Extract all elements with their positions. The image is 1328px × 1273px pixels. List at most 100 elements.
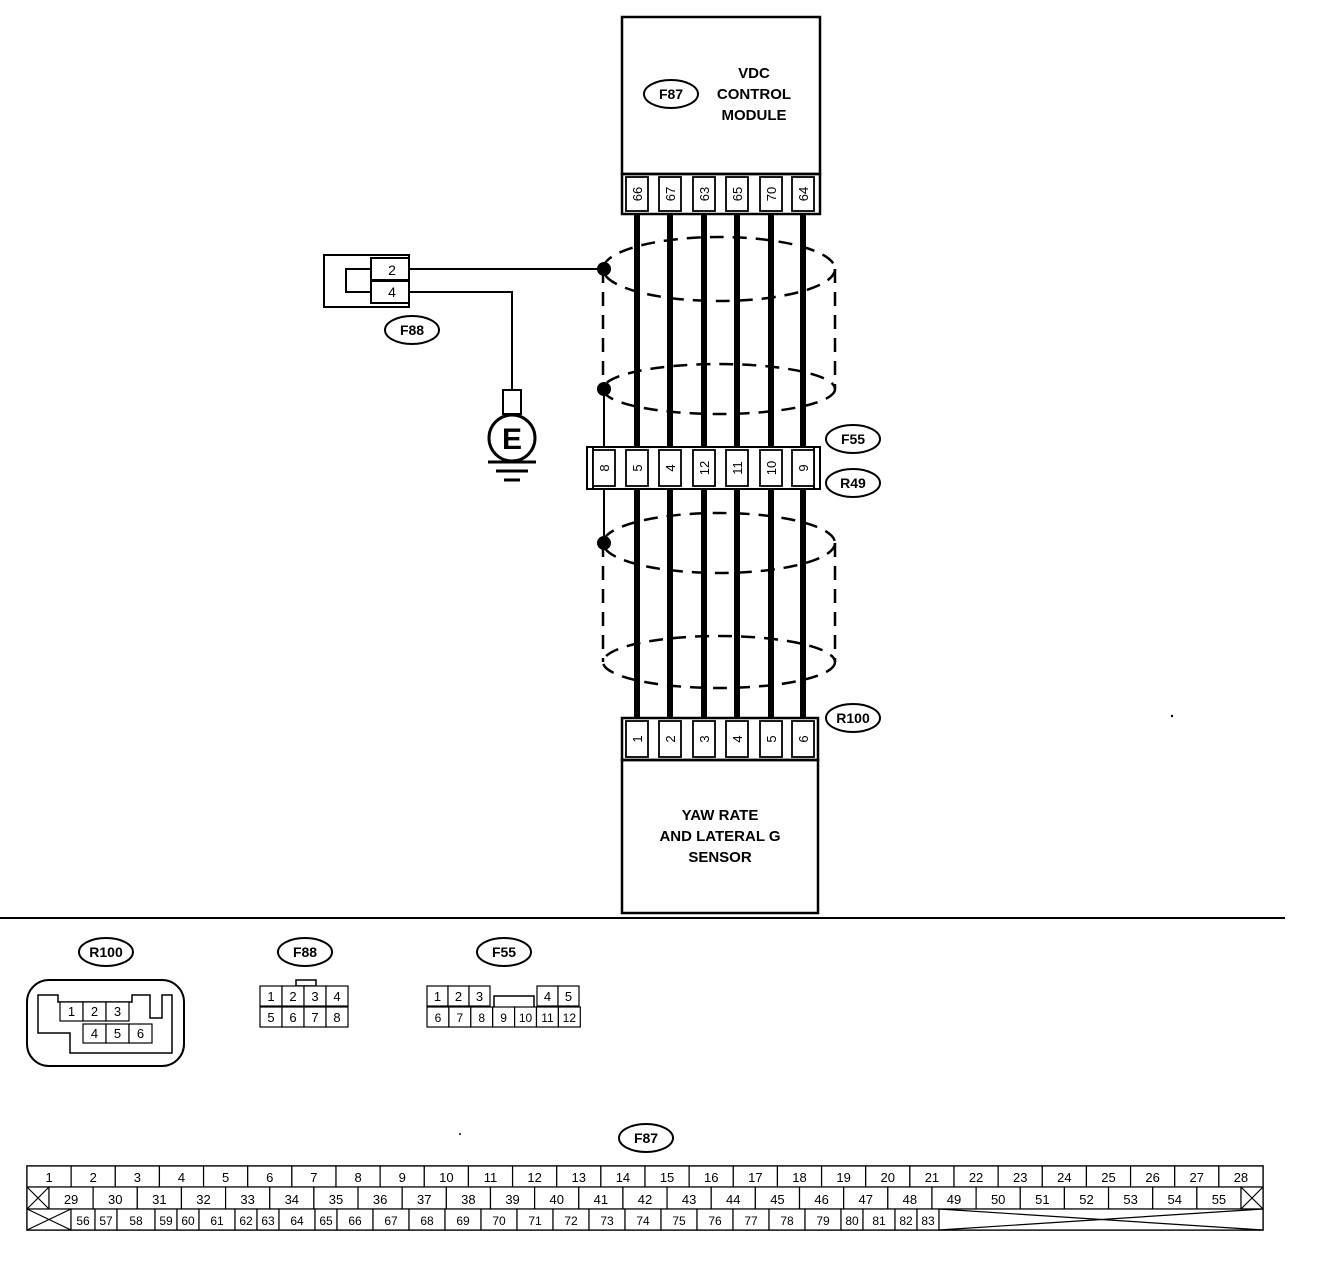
f88-view-cell-label: 8 [333,1010,340,1025]
f87-view-blank-block-cross [938,1208,1264,1231]
f55-view-cell-label: 5 [565,989,572,1004]
f87-view-cell-label: 44 [726,1192,740,1207]
f55-view-cell [557,1006,581,1028]
f88-view-cell-label: 3 [311,989,318,1004]
f55-view-cell-label: 1 [434,989,441,1004]
sensor-name-line-1: YAW RATE [682,807,759,824]
f87-view-cell-label: 75 [672,1214,686,1228]
stray-dot [459,1133,461,1135]
f88-view-cell-label: 6 [289,1010,296,1025]
f87-view-cell-label: 59 [159,1214,173,1228]
r100-view-label: R100 [89,944,123,960]
r100-view-cell-label: 3 [114,1004,121,1019]
f88-view-cell-label: 5 [267,1010,274,1025]
f87-view-cell-label: 41 [594,1192,608,1207]
r100-view-cell [128,1023,153,1044]
f88-label: F88 [400,322,424,338]
f55-label: F55 [841,431,865,447]
f87-view-cell-label: 25 [1101,1170,1115,1185]
f87-view-cell-label: 62 [239,1214,253,1228]
f87-view-cell-label: 12 [527,1170,541,1185]
f87-view-cell-label: 66 [348,1214,362,1228]
f88-view-cell-label: 4 [333,989,340,1004]
f87-view-cell-label: 17 [748,1170,762,1185]
joint-pin-label: 8 [597,464,612,471]
f88-view-cell [325,1006,349,1028]
f87-view-cell-label: 74 [636,1214,650,1228]
sensor-pin-label: 1 [630,735,645,742]
f87-view-cell-label: 71 [528,1214,542,1228]
joint-pin-label: 9 [796,464,811,471]
joint-pin-box [725,449,749,487]
f87-view-cell-label: 35 [329,1192,343,1207]
f88-view-label: F88 [293,944,317,960]
joint-pin-label: 5 [630,464,645,471]
f55-view-cell-label: 3 [476,989,483,1004]
f87-view-cell-label: 57 [99,1214,113,1228]
joint-pin-box [625,449,649,487]
vdc-pin-box [725,176,749,212]
f55-view-cell [557,985,580,1007]
f87-view-cell-label: 69 [456,1214,470,1228]
f88-view-cell-label: 1 [267,989,274,1004]
f87-view-cell-label: 76 [708,1214,722,1228]
f87-view-cell-label: 9 [399,1170,406,1185]
upper-shield [601,235,837,416]
r100-face-view: R100 [26,937,185,1067]
f87-view-cell-label: 8 [354,1170,361,1185]
f87-view-cell-label: 45 [770,1192,784,1207]
f55-view-cell-label: 8 [478,1011,485,1025]
f87-view-blank-cell-cross [1240,1186,1264,1210]
f87-view-cell-label: 33 [240,1192,254,1207]
sensor-pin-box [692,720,716,758]
f87-view-cell-label: 26 [1145,1170,1159,1185]
r49-label: R49 [840,475,866,491]
joint-pin-label: 11 [730,461,745,475]
f87-view-cell-label: 49 [947,1192,961,1207]
drain-wire [597,262,611,550]
f87-view-cell-label: 28 [1234,1170,1248,1185]
f87-face-view: F87 [618,1123,674,1153]
joint-pin-box [692,449,716,487]
vdc-name-line-3: MODULE [722,107,787,124]
f87-view-cell-label: 43 [682,1192,696,1207]
vdc-connector-badge [643,79,699,109]
f87-view-cell-label: 38 [461,1192,475,1207]
f87-view-cell-label: 60 [181,1214,195,1228]
f87-view-cell-label: 50 [991,1192,1005,1207]
f87-view-cell-label: 27 [1190,1170,1204,1185]
f87-view-cell-label: 73 [600,1214,614,1228]
vdc-connector-label: F87 [659,86,683,102]
sensor-pin-box [725,720,749,758]
joint-pin-label: 4 [663,464,678,471]
f87-view-cell-label: 80 [845,1214,859,1228]
f87-view-cell-label: 83 [921,1214,935,1228]
f88-connector: 2 4 F88 [323,254,440,345]
f87-view-cell-label: 34 [285,1192,299,1207]
joint-pin-label: 10 [764,461,779,475]
f88-pin-2: 2 [388,262,396,278]
f87-view-cell-label: 63 [261,1214,275,1228]
f88-view-cell [325,985,349,1007]
sensor-pin-label: 2 [663,735,678,742]
f55-face-view: F55 [476,937,535,1008]
sensor-name-line-3: SENSOR [688,849,752,866]
f87-view-cell-label: 5 [222,1170,229,1185]
f87-view-cell-label: 46 [814,1192,828,1207]
f87-view-cell-label: 37 [417,1192,431,1207]
f87-view-cell-label: 47 [859,1192,873,1207]
f87-view-cell-label: 48 [903,1192,917,1207]
joint-pin-box [658,449,682,487]
shielded-wire-bundle [634,214,806,718]
sensor-pin-box [625,720,649,758]
lower-shield [601,511,837,690]
f87-view-cell-label: 23 [1013,1170,1027,1185]
r100-label: R100 [836,710,870,726]
f87-view-cell-label: 15 [660,1170,674,1185]
f55-view-cell-label: 11 [541,1011,554,1025]
f87-view-cell-label: 20 [881,1170,895,1185]
vdc-pin-box [791,176,815,212]
